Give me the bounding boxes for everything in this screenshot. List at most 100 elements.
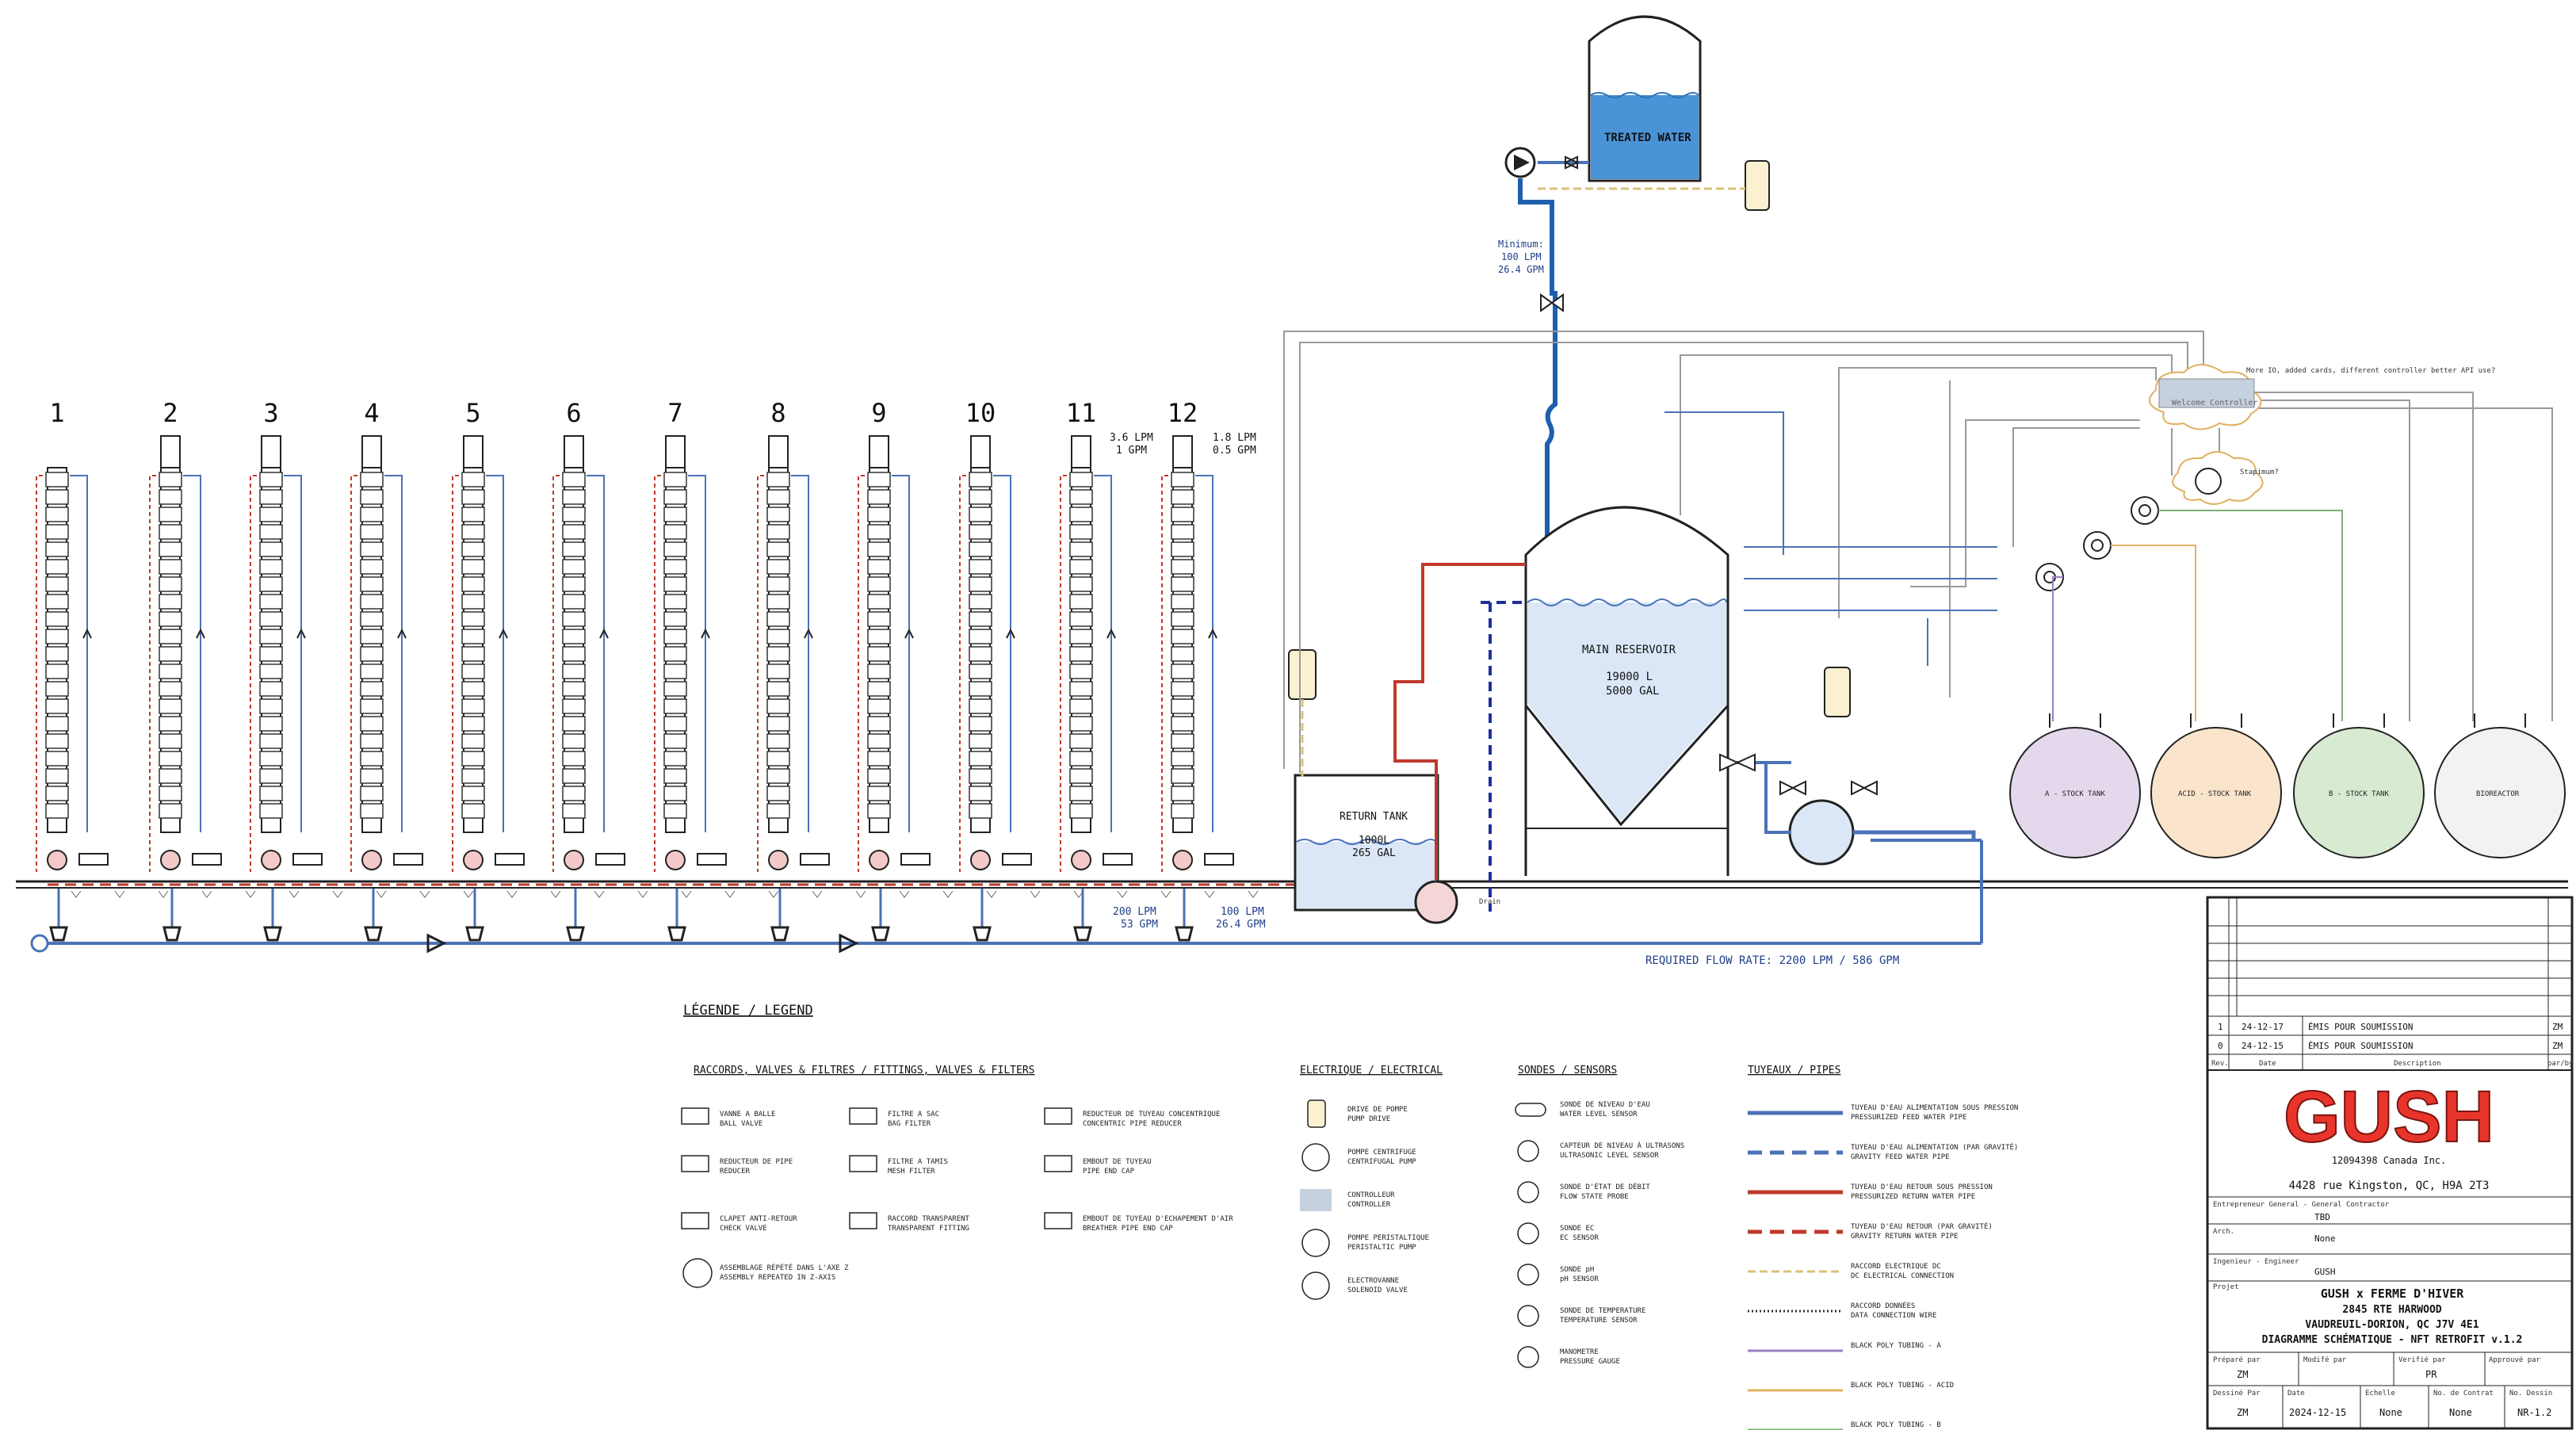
cloud-2-note: Stapimum? [2240, 468, 2279, 476]
header-flow-a2: 53 GPM [1121, 919, 1158, 931]
rev-0-number: 0 [2218, 1041, 2223, 1051]
ground-header [16, 839, 2568, 954]
rev-header-desc: Description [2394, 1060, 2441, 1068]
legend-fr: VANNE A BALLE [720, 1111, 775, 1118]
legend-en: REDUCER [720, 1168, 751, 1176]
legend-fr: SONDE D'ÉTAT DE DÉBIT [1560, 1182, 1650, 1191]
legend-en: PRESSURIZED RETURN WATER PIPE [1851, 1193, 1975, 1201]
minimum-note-1: Minimum: [1498, 239, 1544, 250]
legend-fr: DRIVE DE POMPE [1347, 1106, 1408, 1114]
legend-en: PERISTALTIC PUMP [1347, 1244, 1416, 1252]
nft-tower: 9 [858, 398, 931, 942]
legend-fr: MANOMETRE [1560, 1348, 1599, 1356]
header-flow-b1: 100 LPM [1221, 906, 1264, 918]
legend-en: SOLENOID VALVE [1347, 1287, 1408, 1294]
tower-number: 10 [965, 398, 996, 428]
nft-tower: 10 [959, 398, 1032, 942]
legend-fr: SONDE pH [1560, 1266, 1594, 1274]
fitting-legend-item: EMBOUT DE TUYEAU D'ECHAPEMENT D'AIR BREAT… [1044, 1212, 1233, 1233]
project-title: GUSH x FERME D'HIVER [2321, 1287, 2465, 1301]
legend-fr: SONDE DE NIVEAU D'EAU [1560, 1101, 1650, 1109]
tower12-flow-b: 0.5 GPM [1213, 445, 1256, 457]
pipe-legend-item: TUYEAU D'EAU RETOUR SOUS PRESSIONPRESSUR… [1748, 1183, 1993, 1201]
legend-en: CONCENTRIC PIPE REDUCER [1083, 1120, 1182, 1128]
legend-en: BREATHER PIPE END CAP [1083, 1225, 1173, 1233]
data-wires [1283, 331, 2553, 773]
rev-0-date: 24-12-15 [2242, 1041, 2284, 1051]
arch-label: Arch. [2213, 1228, 2234, 1236]
gush-logo: GUSH [2284, 1076, 2494, 1157]
company-address: 4428 rue Kingston, QC, H9A 2T3 [2289, 1180, 2490, 1192]
engineer-label: Ingenieur - Engineer [2213, 1258, 2299, 1266]
contract-label: No. de Contrat [2433, 1390, 2494, 1398]
nft-tower: 1 [36, 398, 109, 942]
tower-number: 1 [49, 398, 64, 428]
legend-en: PIPE END CAP [1083, 1168, 1135, 1176]
contractor-label: Entrepreneur General - General Contracto… [2213, 1201, 2390, 1209]
project-label: Projet [2213, 1283, 2239, 1291]
legend-title: LÉGENDE / LEGEND [683, 1001, 813, 1019]
nft-tower: 8 [757, 398, 830, 942]
legend-en: MESH FILTER [888, 1168, 935, 1176]
sensor-legend-item: CAPTEUR DE NIVEAU À ULTRASONSULTRASONIC … [1517, 1140, 1684, 1162]
return-pressure-loop [1393, 563, 1526, 880]
project-city: VAUDREUIL-DORION, QC J7V 4E1 [2305, 1319, 2479, 1331]
legend-en: pH SENSOR [1560, 1275, 1599, 1283]
fittings-heading: RACCORDS, VALVES & FILTRES / FITTINGS, V… [694, 1065, 1034, 1076]
legend-en: TEMPERATURE SENSOR [1560, 1317, 1638, 1325]
legend-fr: FILTRE A TAMIS [888, 1158, 948, 1166]
stock-tank-b-label: B - STOCK TANK [2329, 790, 2389, 798]
tower-number: 4 [364, 398, 379, 428]
legend-fr: CLAPET ANTI-RETOUR [720, 1215, 797, 1223]
legend-en: ASSEMBLY REPEATED IN Z-AXIS [720, 1274, 835, 1282]
legend-en: PUMP DRIVE [1347, 1115, 1390, 1123]
legend-en: BAG FILTER [888, 1120, 931, 1128]
legend-fr: POMPE CENTRIFUGE [1347, 1149, 1416, 1157]
rev-1-desc: ÉMIS POUR SOUMISSION [2308, 1022, 2413, 1032]
modified-label: Modifé par [2303, 1355, 2347, 1364]
legend-fr: CAPTEUR DE NIVEAU À ULTRASONS [1560, 1141, 1684, 1150]
legend-fr: TUYEAU D'EAU ALIMENTATION SOUS PRESSION [1851, 1104, 2018, 1112]
tower-number: 3 [263, 398, 278, 428]
legend-fr: EMBOUT DE TUYEAU D'ECHAPEMENT D'AIR [1083, 1215, 1233, 1223]
pipes-heading: TUYEAUX / PIPES [1748, 1065, 1840, 1076]
rev-0-by: ZM [2552, 1041, 2563, 1051]
verified-value: PR [2425, 1369, 2437, 1380]
nft-tower: 3 [250, 398, 323, 942]
scale-value: None [2379, 1407, 2402, 1418]
tower12-flow-a: 1.8 LPM [1213, 432, 1256, 444]
required-flow-rate: REQUIRED FLOW RATE: 2200 LPM / 586 GPM [1645, 954, 1899, 967]
pipe-legend-item: TUYEAU D'EAU ALIMENTATION (PAR GRAVITÉ)G… [1748, 1142, 2018, 1161]
pipe-legend-item: TUYEAU D'EAU RETOUR (PAR GRAVITÉ)GRAVITY… [1748, 1222, 1993, 1241]
title-block [2206, 896, 2574, 1430]
drawn-value: ZM [2237, 1407, 2248, 1418]
rev-0-desc: ÉMIS POUR SOUMISSION [2308, 1041, 2413, 1051]
treated-water-label: TREATED WATER [1604, 132, 1691, 144]
nft-tower: 5 [452, 398, 525, 942]
legend-fr: REDUCTEUR DE TUYEAU CONCENTRIQUE [1083, 1111, 1220, 1118]
treated-water-tank [1588, 15, 1702, 182]
project-road: 2845 RTE HARWOOD [2342, 1304, 2441, 1316]
legend-en: GRAVITY RETURN WATER PIPE [1851, 1233, 1958, 1241]
scale-label: Echelle [2365, 1390, 2395, 1398]
date-value: 2024-12-15 [2289, 1407, 2346, 1418]
treated-pump-icon [1504, 147, 1589, 178]
tower11-flow-b: 1 GPM [1116, 445, 1147, 457]
legend-fr: CONTROLLEUR [1347, 1191, 1395, 1199]
legend-en: PRESSURIZED FEED WATER PIPE [1851, 1114, 1966, 1122]
tower-number: 5 [465, 398, 480, 428]
legend-fr: ASSEMBLAGE RÉPÉTÉ DANS L'AXE Z [720, 1263, 849, 1272]
controller-cloud-icon [2149, 364, 2262, 430]
legend-fr: EMBOUT DE TUYEAU [1083, 1158, 1152, 1166]
